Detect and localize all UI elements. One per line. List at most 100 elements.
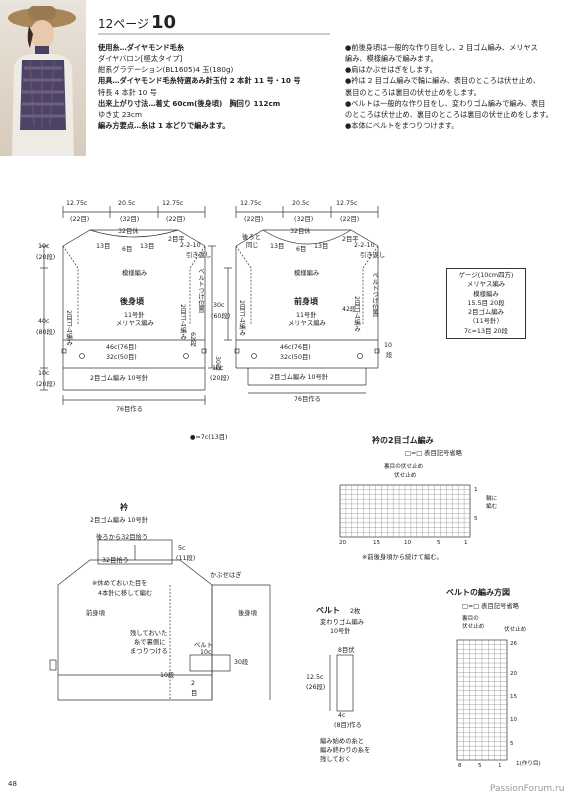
instruction-line: 編み、模様編みで編みます。 [345,54,438,64]
collar-title: 衿 [120,503,128,512]
collar-h-2: (11段) [176,555,196,562]
belt-needle: 10号針 [330,628,351,635]
collar-h-1: 5c [178,545,186,552]
front-cast: 76目作る [294,396,321,403]
collar-note-2: 4本針に移して編む [98,590,153,597]
collar-note-1: ※休めておいた目を [92,580,148,587]
front-same-2: 同じ [246,242,259,249]
legend: ●=7c(13目) [190,434,228,441]
instruction-line: ●肩はかぶせはぎをします。 [345,65,437,75]
front-w46: 46c(76目) [280,344,311,351]
page-label: 12ページ [98,17,150,31]
back-left-rib: 2目ゴム編み [65,310,72,346]
belt-h-2: (26段) [306,684,326,691]
belt-top: 8目伏 [338,647,355,654]
back-w46: 46c(76目) [106,344,137,351]
gauge-line: 模様編み [473,289,499,298]
collar-two-2: 目 [191,690,198,697]
gauge-line: 7c=13目 20段 [463,326,508,335]
collar-chart-right-1: 輪に [486,496,498,502]
belt-chart-top1a: 裏目の [462,616,479,622]
collar-remain-3: まつりつける [130,648,168,655]
back-cast: 76目作る [116,406,143,413]
instruction-line: のところは伏せ止め、裏目のところは裏目の伏せ止めをします。 [345,109,553,119]
front-rows42: 42段 [342,306,357,313]
front-shoulder-l: 13目 [270,243,285,250]
belt-h-1: 12.5c [306,674,324,681]
instruction-line: ●前後身頃は一般的な作り目をし、2 目ゴム編み、メリヤス [345,43,538,52]
back-dim-2: (22目) [70,216,90,223]
collar-pick: 後ろから32目拾う [96,534,149,541]
instruction-line: 裏目のところは裏目の伏せ止めをします。 [345,87,481,97]
belt-chart-title: ベルトの編み方図 [446,588,510,597]
material-line: 用具…ダイヤモンド毛糸特選あみ針玉付 2 本針 11 号・10 号 [98,76,301,86]
front-w32: 32c(50目) [280,354,311,361]
back-shoulder-l: 13目 [96,243,111,250]
watermark: PassionForum.ru [490,784,565,794]
material-line: 編み方要点…糸は 1 本どりで編みます。 [98,121,230,131]
collar-chart-right-2: 編む [486,504,498,510]
back-dec-2: 2-2-10 [180,242,201,249]
front-left-rib: 2目ゴム編み [238,300,245,336]
collar-chart-top2: 伏せ止め [394,473,417,479]
front-rib-right: 2目ゴム編み [353,296,360,332]
front-dim-2: (22目) [244,216,264,223]
belt-title: ベルト [316,606,340,615]
front-hem-l-1: 10c [212,365,224,372]
collar-chart-row1: 1 [474,487,478,493]
front-same-1: 後ろと [242,234,261,241]
collar-back: 後身頃 [238,610,257,617]
collar-rows10: 10段 [160,672,175,679]
belt-rib: 変わりゴム編み [320,619,365,626]
collar-w10: 10c [200,649,212,656]
back-dim-5: 12.75c [162,200,184,207]
belt-chart-row: 15 [510,694,518,700]
back-dim-1: 12.75c [66,200,88,207]
collar-kabuse: かぶせはぎ [210,572,242,579]
belt-qty: 2枚 [350,608,361,615]
back-left-4: (80段) [36,329,56,336]
collar-two-1: 2 [191,680,196,687]
gauge-line: メリヤス編み [466,280,506,289]
instruction-line: ●ベルトは一般的な作り目をし、変わりゴム編みで編み、表目 [345,98,546,108]
front-shoulder-r: 13目 [314,243,329,250]
back-left-1: 10c [38,243,50,250]
back-title: 後身頃 [120,297,144,306]
materials-block: 使用糸…ダイヤモンド毛糸 ダイヤバロン[極太タイプ] 紺系グラデーション(BL1… [98,42,301,131]
back-neck: 32目休 [118,228,139,235]
belt-chart-start: 1(作り目) [516,761,541,767]
gauge-line: 〈11号針〉 [469,317,503,326]
model-photo [0,0,86,156]
back-dim-4: (32目) [120,216,140,223]
material-line: 特長 4 本針 10 号 [98,87,157,97]
pattern-number: 10 [151,12,177,33]
belt-chart-row: 5 [510,741,514,747]
instruction-line: ●衿は 2 目ゴム編みで輪に編み、表目のところは伏せ止め、 [345,76,541,86]
instructions-block: ●前後身頃は一般的な作り目をし、2 目ゴム編み、メリヤス 編み、模様編みで編みま… [345,42,553,131]
back-dec-1: 2目平 [168,236,185,243]
back-left-5: 10c [38,370,50,377]
belt-w-2: (8目)作る [334,722,362,729]
page-number: 48 [8,780,17,788]
front-title: 前身頃 [294,297,318,306]
collar-chart-top1: 裏目の伏せ止め [384,464,424,470]
front-hem-l-2: (20段) [210,375,230,382]
back-dim-3: 20.5c [118,200,136,207]
collar-chart-col: 15 [373,540,381,546]
collar-belt: ベルト [194,642,213,649]
collar-chart-legend: □=□ 表目記号省略 [405,450,462,457]
front-dec-2: 2-2-10 [354,242,375,249]
collar-rib: 2目ゴム編み 10号針 [90,517,149,524]
front-dim-1: 12.75c [240,200,262,207]
belt-chart-legend: □=□ 表目記号省略 [462,603,519,610]
belt-chart-top1b: 伏せ止め [462,624,485,630]
model-illustration [8,6,76,156]
collar-chart-col: 1 [464,540,468,546]
front-hem: 2目ゴム編み 10号針 [270,374,329,381]
material-line: 紺系グラデーション(BL1605)4 玉(180g) [98,65,234,75]
material-line: ゆき丈 23cm [98,109,142,119]
back-belt-pos: ベルトつけ位置 [197,268,204,313]
belt-chart-col: 8 [458,763,462,769]
back-hem: 2目ゴム編み 10号針 [90,375,149,382]
